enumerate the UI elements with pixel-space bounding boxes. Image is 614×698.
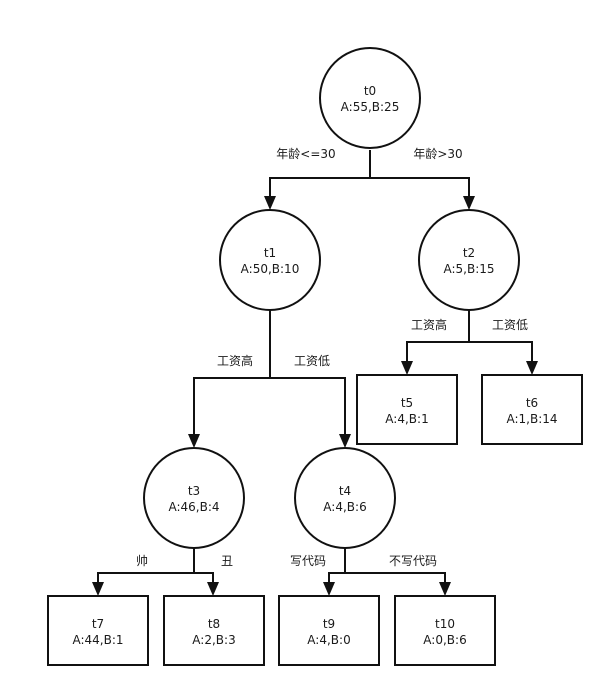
node-circle [143, 447, 245, 549]
edge-line [345, 572, 446, 584]
edge-t2-t5: 工资高 [401, 310, 470, 375]
node-box [481, 374, 583, 445]
node-label: t6 [526, 396, 538, 410]
arrowhead-icon [339, 434, 351, 448]
edge-t0-t1: 年龄<=30 [264, 147, 371, 210]
node-box [394, 595, 496, 666]
edge-line [193, 310, 271, 436]
node-t3: t3 A:46,B:4 [143, 447, 245, 549]
node-t0: t0 A:55,B:25 [319, 47, 421, 149]
node-label: t0 [364, 84, 376, 98]
edge-t0-t2: 年龄>30 [370, 147, 475, 210]
edge-line [270, 377, 346, 436]
node-stats: A:1,B:14 [506, 412, 557, 426]
arrowhead-icon [526, 361, 538, 375]
edge-t3-t8: 丑 [194, 554, 233, 596]
node-stats: A:2,B:3 [192, 633, 235, 647]
edge-line [469, 341, 533, 363]
node-t8: t8 A:2,B:3 [163, 595, 265, 666]
node-t4: t4 A:4,B:6 [294, 447, 396, 549]
node-t10: t10 A:0,B:6 [394, 595, 496, 666]
arrowhead-icon [463, 196, 475, 210]
arrowhead-icon [207, 582, 219, 596]
node-stats: A:4,B:0 [307, 633, 350, 647]
edge-label-t0-t2: 年龄>30 [413, 147, 462, 161]
node-label: t4 [339, 484, 351, 498]
arrowhead-icon [439, 582, 451, 596]
edge-label-t4-t9: 写代码 [290, 554, 326, 568]
edge-label-t2-t6: 工资低 [492, 318, 528, 332]
edge-label-t0-t1: 年龄<=30 [276, 147, 335, 161]
edge-label-t3-t7: 帅 [136, 554, 148, 568]
node-stats: A:5,B:15 [443, 262, 494, 276]
edge-label-t1-t4: 工资低 [294, 354, 330, 368]
node-stats: A:4,B:6 [323, 500, 366, 514]
edge-t3-t7: 帅 [92, 548, 195, 596]
node-label: t8 [208, 617, 220, 631]
arrowhead-icon [92, 582, 104, 596]
node-stats: A:0,B:6 [423, 633, 466, 647]
edge-line [269, 150, 371, 198]
node-stats: A:50,B:10 [241, 262, 300, 276]
arrowhead-icon [401, 361, 413, 375]
edge-t1-t3: 工资高 [188, 310, 271, 448]
edge-label-t2-t5: 工资高 [411, 317, 447, 332]
node-t2: t2 A:5,B:15 [418, 209, 520, 311]
arrowhead-icon [264, 196, 276, 210]
node-circle [294, 447, 396, 549]
edge-t4-t10: 不写代码 [345, 554, 451, 596]
node-t9: t9 A:4,B:0 [278, 595, 380, 666]
node-box [163, 595, 265, 666]
arrowhead-icon [188, 434, 200, 448]
arrowhead-icon [323, 582, 335, 596]
edge-line [406, 310, 470, 363]
node-box [47, 595, 149, 666]
node-stats: A:4,B:1 [385, 412, 428, 426]
node-circle [219, 209, 321, 311]
node-box [278, 595, 380, 666]
node-label: t7 [92, 617, 104, 631]
edge-line [194, 572, 214, 584]
node-circle [418, 209, 520, 311]
node-circle [319, 47, 421, 149]
node-label: t1 [264, 246, 276, 260]
node-label: t2 [463, 246, 475, 260]
node-box [356, 374, 458, 445]
edge-label-t4-t10: 不写代码 [389, 554, 437, 568]
node-t1: t1 A:50,B:10 [219, 209, 321, 311]
edge-t2-t6: 工资低 [469, 318, 538, 375]
edge-line [328, 548, 346, 584]
node-label: t3 [188, 484, 200, 498]
node-t6: t6 A:1,B:14 [481, 374, 583, 445]
edge-t4-t9: 写代码 [290, 548, 346, 596]
node-t7: t7 A:44,B:1 [47, 595, 149, 666]
edge-label-t1-t3: 工资高 [217, 353, 253, 368]
edge-t1-t4: 工资低 [270, 354, 351, 448]
node-label: t10 [435, 617, 455, 631]
edge-line [370, 177, 470, 198]
node-stats: A:44,B:1 [72, 633, 123, 647]
node-stats: A:46,B:4 [168, 500, 219, 514]
node-t5: t5 A:4,B:1 [356, 374, 458, 445]
edge-line [97, 548, 195, 584]
edge-label-t3-t8: 丑 [221, 554, 233, 568]
node-label: t9 [323, 617, 335, 631]
node-label: t5 [401, 396, 413, 410]
node-stats: A:55,B:25 [341, 100, 400, 114]
